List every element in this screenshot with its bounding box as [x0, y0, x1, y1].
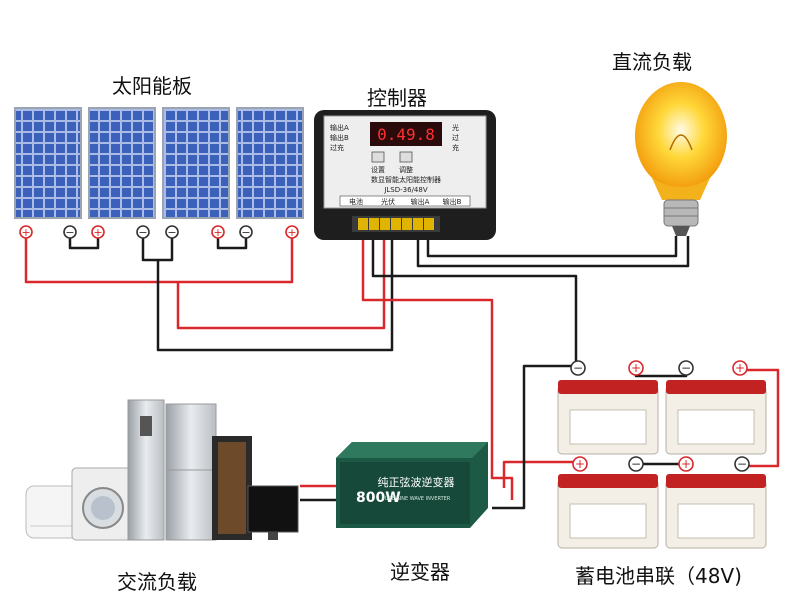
svg-text:−: − — [631, 457, 641, 471]
controller-button-set — [371, 151, 385, 163]
battery-top-right — [665, 380, 767, 455]
terminal-pos-1: + — [19, 225, 33, 239]
wine-cooler-icon — [212, 436, 252, 540]
svg-text:输出A: 输出A — [411, 197, 430, 206]
battery-terminal-pos-bl: + — [572, 456, 588, 472]
svg-text:光: 光 — [452, 123, 459, 132]
battery-terminal-pos-tr: + — [732, 360, 748, 376]
television-icon — [247, 485, 299, 540]
label-battery-series: 蓄电池串联（48V) — [575, 564, 742, 588]
refrigerator-icon — [165, 403, 217, 541]
solar-panel-4 — [236, 107, 304, 219]
svg-text:+: + — [213, 226, 222, 239]
terminal-neg-1: − — [63, 225, 77, 239]
battery-bottom-left — [557, 474, 659, 549]
controller-button-adjust — [399, 151, 413, 163]
controller-display: 0.49.8 — [377, 125, 435, 144]
svg-text:−: − — [241, 226, 250, 239]
battery-top-left — [557, 380, 659, 455]
svg-text:光伏: 光伏 — [381, 197, 395, 206]
charge-controller: 0.49.8 输出A 输出B 过充 光 过 充 设置 调整 数显智能太阳能控制器… — [314, 110, 496, 240]
svg-text:过充: 过充 — [330, 143, 344, 152]
svg-text:+: + — [287, 226, 296, 239]
inverter-subtitle: PURE SINE WAVE INVERTER — [382, 496, 451, 502]
battery-terminals: − + − + + − + − — [570, 360, 750, 472]
terminal-neg-4: − — [239, 225, 253, 239]
svg-text:+: + — [735, 361, 745, 375]
label-solar-panels: 太阳能板 — [112, 74, 192, 98]
battery-terminal-neg-tr: − — [678, 360, 694, 376]
svg-text:输出B: 输出B — [330, 133, 349, 142]
battery-terminal-neg-bl: − — [628, 456, 644, 472]
label-dc-load: 直流负载 — [612, 50, 692, 74]
light-bulb-icon — [635, 82, 727, 236]
inverter-power: 800W — [356, 490, 401, 506]
battery-bottom-right — [665, 474, 767, 549]
inverter-unit: 800W 纯正弦波逆变器 PURE SINE WAVE INVERTER — [336, 442, 488, 528]
battery-terminal-pos-tl: + — [628, 360, 644, 376]
svg-text:+: + — [21, 226, 30, 239]
controller-name: 数显智能太阳能控制器 — [371, 175, 441, 184]
svg-text:−: − — [681, 361, 691, 375]
svg-text:+: + — [681, 457, 691, 471]
svg-text:输出A: 输出A — [330, 123, 349, 132]
svg-text:调整: 调整 — [399, 165, 413, 174]
panel-terminals: + − + − − + − + — [19, 225, 299, 239]
solar-panel-2 — [88, 107, 156, 219]
svg-text:过: 过 — [452, 133, 459, 142]
terminal-neg-2: − — [136, 225, 150, 239]
ac-appliances — [25, 399, 299, 541]
washing-machine-icon — [71, 467, 135, 541]
label-inverter: 逆变器 — [390, 560, 450, 584]
tall-cabinet-icon — [127, 399, 165, 541]
svg-text:电池: 电池 — [349, 197, 363, 206]
svg-text:设置: 设置 — [371, 165, 385, 174]
label-ac-load: 交流负载 — [117, 570, 197, 594]
svg-text:输出B: 输出B — [443, 197, 462, 206]
controller-model: JLSD-36/48V — [383, 186, 427, 194]
terminal-neg-3: − — [165, 225, 179, 239]
solar-panel-1 — [14, 107, 82, 219]
svg-text:+: + — [631, 361, 641, 375]
solar-panel-3 — [162, 107, 230, 219]
terminal-pos-2: + — [91, 225, 105, 239]
battery-terminal-pos-br: + — [678, 456, 694, 472]
svg-text:−: − — [573, 361, 583, 375]
terminal-pos-3: + — [211, 225, 225, 239]
svg-text:−: − — [138, 226, 147, 239]
battery-terminal-neg-tl: − — [570, 360, 586, 376]
svg-text:+: + — [93, 226, 102, 239]
wires — [24, 232, 780, 510]
terminal-pos-4: + — [285, 225, 299, 239]
svg-text:−: − — [167, 226, 176, 239]
battery-terminal-neg-br: − — [734, 456, 750, 472]
svg-text:−: − — [65, 226, 74, 239]
svg-text:−: − — [737, 457, 747, 471]
controller-terminal-block — [352, 216, 440, 232]
inverter-title: 纯正弦波逆变器 — [378, 475, 455, 489]
label-controller: 控制器 — [367, 86, 427, 110]
svg-text:充: 充 — [452, 143, 459, 152]
svg-text:+: + — [575, 457, 585, 471]
